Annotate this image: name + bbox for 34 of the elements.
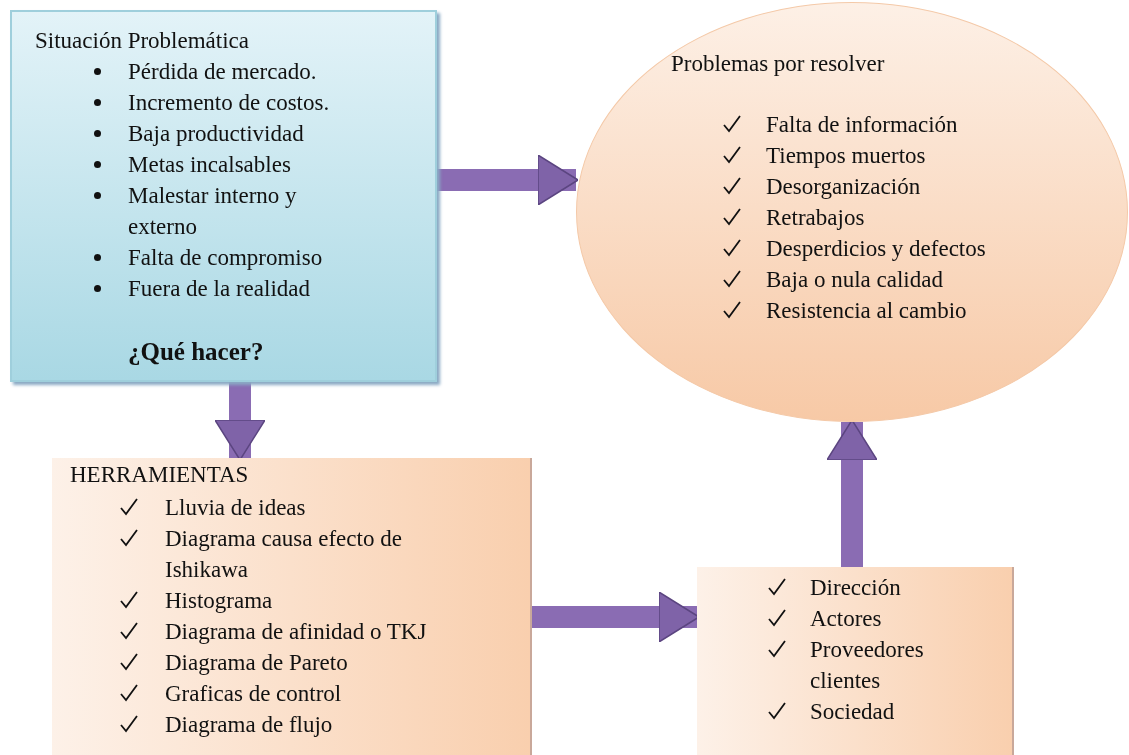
problem-box xyxy=(10,10,437,382)
list-item: Resistencia al cambio xyxy=(766,297,968,325)
heading: Situación Problemática xyxy=(35,28,249,54)
heading: Problemas por resolver xyxy=(671,51,885,77)
list-item: Desperdicios y defectos xyxy=(766,235,987,263)
heading: HERRAMIENTAS xyxy=(70,462,249,488)
list-item: Graficas de control xyxy=(165,680,343,708)
list-item: Diagrama de Pareto xyxy=(165,649,349,677)
list-item: Dirección xyxy=(810,574,902,602)
list-item: Retrabajos xyxy=(766,204,866,232)
list-item: Tiempos muertos xyxy=(766,142,927,170)
list-item: Falta de información xyxy=(766,111,959,139)
list-item: Lluvia de ideas xyxy=(165,494,307,522)
list-item: Diagrama de flujo xyxy=(165,711,334,739)
list-item: Actores xyxy=(810,605,883,633)
list-item: Metas incalsables xyxy=(128,151,292,179)
list-item: Histograma xyxy=(165,587,274,615)
list-item: Sociedad xyxy=(810,698,896,726)
tools-box xyxy=(52,458,530,755)
actors-box xyxy=(697,567,1012,755)
list-item: Baja productividad xyxy=(128,120,305,148)
list-item: Diagrama causa efecto de Ishikawa xyxy=(165,525,403,584)
question-text: ¿Qué hacer? xyxy=(128,338,264,366)
block-arrow xyxy=(214,382,266,461)
list-item: Pérdida de mercado. xyxy=(128,58,318,86)
list-item: Diagrama de afinidad o TKJ xyxy=(165,618,428,646)
list-item: Fuera de la realidad xyxy=(128,275,311,303)
list-item: Malestar interno y externo xyxy=(128,182,298,241)
list-item: Baja o nula calidad xyxy=(766,266,944,294)
list-item: Proveedores clientes xyxy=(810,636,925,695)
list-item: Falta de compromiso xyxy=(128,244,324,272)
list-item: Incremento de costos. xyxy=(128,89,331,117)
block-arrow xyxy=(437,154,579,206)
list-item: Desorganización xyxy=(766,173,922,201)
